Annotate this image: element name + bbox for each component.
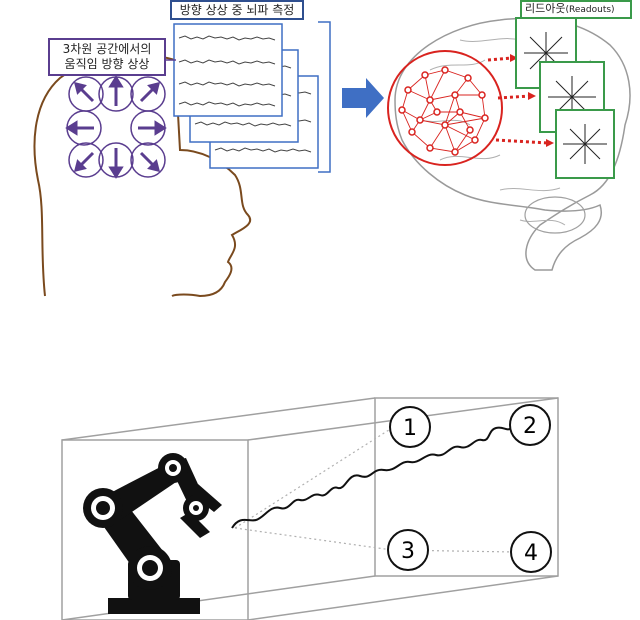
direction-arrows [65, 75, 167, 179]
readout-arrowheads [510, 54, 554, 147]
readout-label-en: (Readouts) [565, 5, 615, 15]
eeg-window-1 [173, 23, 283, 117]
eeg-bracket [318, 21, 331, 173]
robot-arm [83, 453, 222, 614]
readout-panel-3 [555, 109, 615, 179]
target-3-label: 3 [401, 539, 415, 564]
neural-network-nodes [398, 66, 489, 156]
eeg-label-text: 방향 상상 중 뇌파 측정 [179, 3, 295, 17]
readout-label: 리드아웃(Readouts) [520, 0, 632, 19]
head-silhouette [33, 54, 251, 298]
target-4-label: 4 [524, 541, 538, 566]
imagery-label-line1: 3차원 공간에서의 [62, 42, 152, 56]
target-1-label: 1 [403, 416, 417, 441]
readout-arrows [487, 56, 549, 145]
target-4: 4 [510, 531, 552, 573]
readout-label-ko: 리드아웃 [525, 2, 566, 15]
cursor-trajectory [231, 426, 513, 529]
target-2-label: 2 [523, 414, 537, 439]
eeg-label: 방향 상상 중 뇌파 측정 [170, 0, 304, 20]
target-2: 2 [509, 404, 551, 446]
flow-arrow [342, 78, 384, 118]
target-1: 1 [389, 406, 431, 448]
target-3: 3 [387, 529, 429, 571]
cerebellum [524, 196, 586, 234]
imagery-label-line2: 움직임 방향 상상 [64, 57, 150, 71]
neural-network-boundary [387, 50, 503, 166]
imagery-label: 3차원 공간에서의 움직임 방향 상상 [48, 38, 166, 76]
